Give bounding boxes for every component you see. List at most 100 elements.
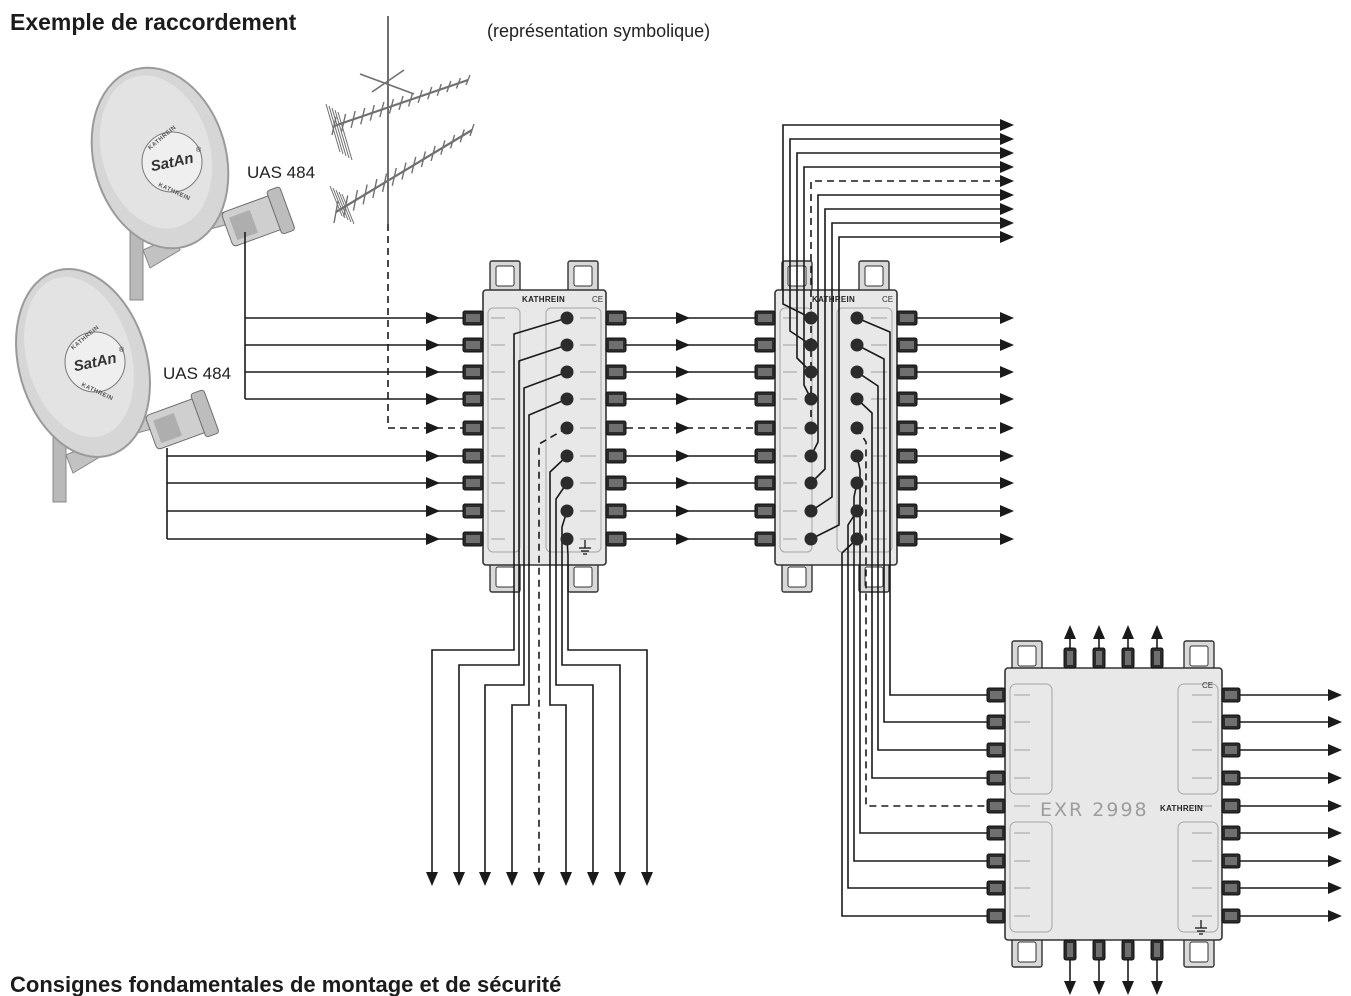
lnb-1-label: UAS 484 [247, 163, 315, 182]
cascade-out-cable [782, 124, 1002, 319]
exr-ce-mark: CE [1202, 681, 1213, 690]
ms2-terminal [804, 504, 818, 518]
satellite-dish-icon: SatAn ® KATHREIN KATHREIN [15, 268, 219, 503]
arrow-icon [426, 393, 440, 405]
riser-cable [549, 455, 568, 872]
ms1-input-port-thread [466, 395, 480, 403]
arrow-icon [1328, 689, 1342, 701]
exr-input-port-thread [990, 746, 1002, 754]
ms2-terminal [804, 532, 818, 546]
ms2-output-port-thread [900, 368, 914, 376]
arrow-icon [1000, 203, 1014, 215]
exr-feed-cable [856, 344, 987, 723]
dipole-arm [359, 73, 415, 95]
dish-2-logo-registered: ® [119, 346, 125, 354]
arrow-icon [426, 422, 440, 434]
arrow-icon [426, 872, 438, 886]
riser-cable [566, 538, 648, 872]
yagi-upper-element [427, 86, 433, 100]
riser-cable [538, 427, 568, 872]
arrow-icon [1000, 339, 1014, 351]
ms2-input-port-thread [758, 341, 772, 349]
yagi-lower-element [401, 162, 407, 180]
ms1-terminal [560, 476, 574, 490]
device-labels: KATHREIN CE KATHREIN CE EXR 2998 KATHREI… [522, 295, 1213, 821]
multiswitch-1-brand: KATHREIN [522, 295, 565, 304]
exr-output-port-thread [1225, 718, 1237, 726]
exr-input-port-thread [990, 829, 1002, 837]
exr-output-port-thread [1225, 802, 1237, 810]
arrow-icon [479, 872, 491, 886]
arrow-icon [1151, 981, 1163, 995]
exr-input-port-thread [990, 691, 1002, 699]
ms2-output-port-thread [900, 395, 914, 403]
exr-output-port-thread [1225, 884, 1237, 892]
riser-cable [431, 317, 568, 872]
arrow-icon [676, 505, 690, 517]
arrow-icon [641, 872, 653, 886]
reflector-rod [329, 185, 343, 217]
ms2-terminal [804, 338, 818, 352]
arrow-icon [1122, 625, 1134, 639]
exr-output-port-thread [1225, 829, 1237, 837]
reflector-rod [334, 109, 350, 159]
multiswitch-1-clamp-slot [495, 265, 515, 287]
lnb-1-panel [229, 210, 258, 241]
exr-output-panel [1177, 821, 1219, 933]
yagi-upper-element [398, 95, 404, 111]
ms1-terminal [560, 392, 574, 406]
ms1-input-port-thread [466, 368, 480, 376]
exr-output-port-thread [1225, 912, 1237, 920]
arrow-icon [1000, 366, 1014, 378]
arrow-icon [426, 505, 440, 517]
arrow-icon [1328, 827, 1342, 839]
ms1-input-port-thread [466, 452, 480, 460]
ms2-terminal [804, 311, 818, 325]
arrow-icon [426, 366, 440, 378]
ms2-terminal [850, 338, 864, 352]
multiswitch-1-clamp-slot [573, 566, 593, 588]
arrow-icon [1151, 625, 1163, 639]
ms1-terminal [560, 421, 574, 435]
arrow-icon [1328, 744, 1342, 756]
dipole-arm [371, 69, 405, 93]
yagi-upper-element [360, 107, 366, 125]
ms2-input-port-thread [758, 424, 772, 432]
section-heading: Consignes fondamentales de montage et de… [10, 972, 561, 996]
device-housings [482, 260, 1223, 968]
ms1-output-port-thread [609, 479, 623, 487]
arrow-icon [676, 422, 690, 434]
ms2-input-port-thread [758, 368, 772, 376]
yagi-upper-element [379, 101, 385, 118]
ms2-output-port-thread [900, 507, 914, 515]
exr-bottom-port-thread [1067, 943, 1073, 957]
yagi-lower-element [469, 123, 475, 137]
ms2-output-port-thread [900, 535, 914, 543]
ms1-output-port-thread [609, 368, 623, 376]
yagi-lower-element [430, 145, 436, 162]
arrow-icon [1000, 175, 1014, 187]
lnb-icon [145, 389, 219, 450]
ms1-output-port-thread [609, 507, 623, 515]
exr-input-port-thread [990, 802, 1002, 810]
ms2-output-port-thread [900, 479, 914, 487]
cascade-out-cable [810, 194, 1002, 457]
arrow-icon [676, 312, 690, 324]
lnb-2-label: UAS 484 [163, 364, 231, 383]
arrow-icon [426, 339, 440, 351]
arrow-icon [1328, 882, 1342, 894]
reflector-rod [325, 103, 341, 153]
reflector-rod [328, 105, 344, 155]
ms1-output-port-thread [609, 395, 623, 403]
arrow-icon [1000, 231, 1014, 243]
cascade-out-cable [810, 208, 1002, 484]
arrow-icon [1000, 133, 1014, 145]
ms2-terminal [850, 476, 864, 490]
reflector-rod [337, 111, 353, 161]
exr-brand: KATHREIN [1160, 804, 1203, 813]
ms1-terminal [560, 311, 574, 325]
terrestrial-cable [387, 224, 463, 429]
exr-clamp-slot [1189, 645, 1209, 667]
arrow-icon [587, 872, 599, 886]
